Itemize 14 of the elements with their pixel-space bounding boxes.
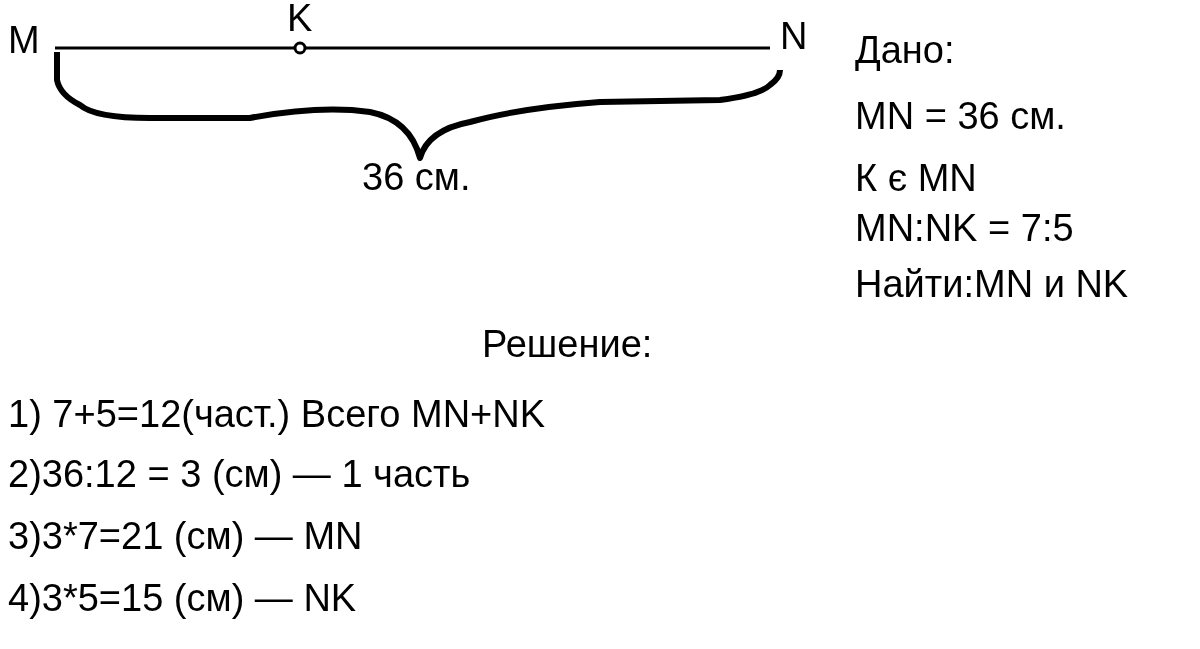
point-label: K: [287, 0, 313, 40]
find-line: Найти:MN и NK: [855, 262, 1129, 306]
given-line: MN:NK = 7:5: [855, 206, 1074, 250]
point-label: N: [780, 14, 808, 58]
solution-step: 3)3*7=21 (см) — MN: [8, 514, 363, 558]
solution-step: 4)3*5=15 (см) — NK: [8, 576, 357, 620]
dimension-label: 36 см.: [362, 155, 471, 199]
point-label: M: [8, 18, 40, 62]
given-line: MN = 36 см.: [855, 94, 1066, 138]
given-line: К є MN: [855, 156, 977, 200]
solution-step: 2)36:12 = 3 (см) — 1 часть: [8, 452, 471, 496]
solution-heading: Решение:: [482, 322, 653, 366]
solution-step: 1) 7+5=12(част.) Всего MN+NK: [8, 392, 546, 436]
given-heading: Дано:: [855, 28, 955, 72]
